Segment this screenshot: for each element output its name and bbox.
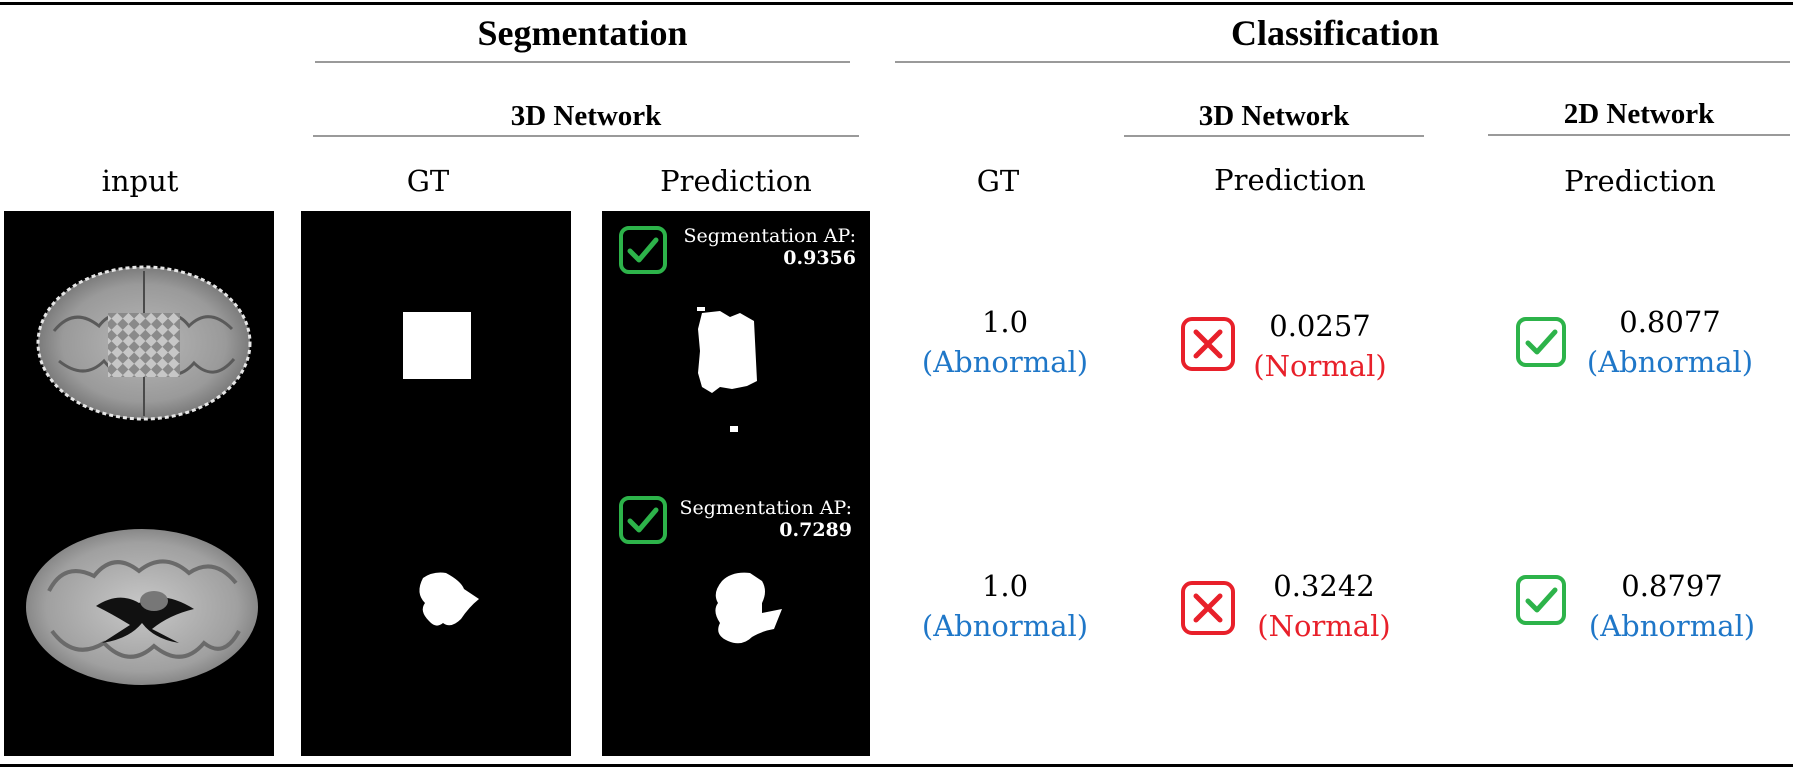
gt-mask-1 xyxy=(403,312,471,379)
table-bottom-rule xyxy=(0,764,1793,767)
classification-2d-network-header: 2D Network xyxy=(1563,98,1715,130)
cls-gt-column-label: GT xyxy=(976,164,1020,198)
cls-3d-cross-icon-row-2 xyxy=(1181,581,1235,635)
seg-check-icon-row-2 xyxy=(619,496,667,544)
cls-2d-check-icon-row-1 xyxy=(1516,317,1566,367)
cls-gt-row-2: 1.0 (Abnormal) xyxy=(895,566,1115,646)
cls-2d-pred-class-row-1: (Abnormal) xyxy=(1586,345,1754,379)
classification-3d-network-header: 3D Network xyxy=(1198,100,1350,132)
classification-2d-network-rule xyxy=(1488,134,1790,136)
classification-header: Classification xyxy=(1230,13,1439,53)
seg-ap-value-row-2: 0.7289 xyxy=(779,519,852,541)
seg-prediction-column-label: Prediction xyxy=(660,164,812,198)
cls-2d-pred-row-1: 0.8077 (Abnormal) xyxy=(1570,302,1770,382)
seg-check-icon-row-1 xyxy=(619,226,667,274)
cls-2d-pred-score-row-2: 0.8797 xyxy=(1621,569,1723,603)
cls-3d-prediction-column-label: Prediction xyxy=(1214,163,1366,197)
cls-gt-row-1: 1.0 (Abnormal) xyxy=(895,302,1115,382)
segmentation-3d-network-rule xyxy=(313,135,859,137)
input-mri-images xyxy=(26,265,258,685)
input-column-label: input xyxy=(101,164,179,198)
segmentation-3d-network-header: 3D Network xyxy=(510,100,662,132)
cls-gt-score-row-2: 1.0 xyxy=(981,569,1029,603)
pred-mask-2 xyxy=(715,572,782,644)
seg-ap-label-row-1: Segmentation AP: xyxy=(683,225,856,247)
cls-3d-pred-class-row-2: (Normal) xyxy=(1257,609,1391,643)
ventricles xyxy=(96,597,194,643)
cls-2d-check-icon-row-2 xyxy=(1516,575,1566,625)
cls-gt-class-row-1: (Abnormal) xyxy=(921,345,1089,379)
cls-3d-pred-score-row-1: 0.0257 xyxy=(1269,309,1371,343)
seg-prediction-masks xyxy=(697,307,782,644)
table-top-rule xyxy=(0,2,1793,5)
segmentation-header: Segmentation xyxy=(477,13,688,53)
cls-3d-pred-score-row-2: 0.3242 xyxy=(1273,569,1375,603)
gt-mask-2 xyxy=(419,572,479,626)
cls-3d-pred-row-1: 0.0257 (Normal) xyxy=(1240,306,1400,386)
pred-mask-1 xyxy=(698,311,757,393)
cls-gt-class-row-2: (Abnormal) xyxy=(921,609,1089,643)
cls-gt-score-row-1: 1.0 xyxy=(981,305,1029,339)
segmentation-rule xyxy=(315,61,850,63)
seg-ap-label-row-2: Segmentation AP: xyxy=(679,497,852,519)
seg-ap-value-row-1: 0.9356 xyxy=(783,247,856,269)
classification-3d-network-rule xyxy=(1124,135,1424,137)
input-image-column xyxy=(4,211,274,756)
seg-gt-column-label: GT xyxy=(406,164,450,198)
checker-artifact xyxy=(108,313,180,377)
seg-ap-row-1: Segmentation AP: 0.9356 xyxy=(656,225,856,269)
cls-2d-pred-score-row-1: 0.8077 xyxy=(1619,305,1721,339)
cls-3d-pred-class-row-1: (Normal) xyxy=(1253,349,1387,383)
classification-rule xyxy=(895,61,1790,63)
cls-3d-pred-row-2: 0.3242 (Normal) xyxy=(1244,566,1404,646)
cls-2d-prediction-column-label: Prediction xyxy=(1564,164,1716,198)
seg-prediction-image-column: Segmentation AP: 0.9356 Segmentation AP:… xyxy=(602,211,870,756)
cls-2d-pred-class-row-2: (Abnormal) xyxy=(1588,609,1756,643)
cls-3d-cross-icon-row-1 xyxy=(1181,317,1235,371)
seg-gt-image-column xyxy=(301,211,571,756)
seg-ap-row-2: Segmentation AP: 0.7289 xyxy=(652,497,852,541)
cls-2d-pred-row-2: 0.8797 (Abnormal) xyxy=(1572,566,1772,646)
seg-gt-masks xyxy=(403,312,479,626)
